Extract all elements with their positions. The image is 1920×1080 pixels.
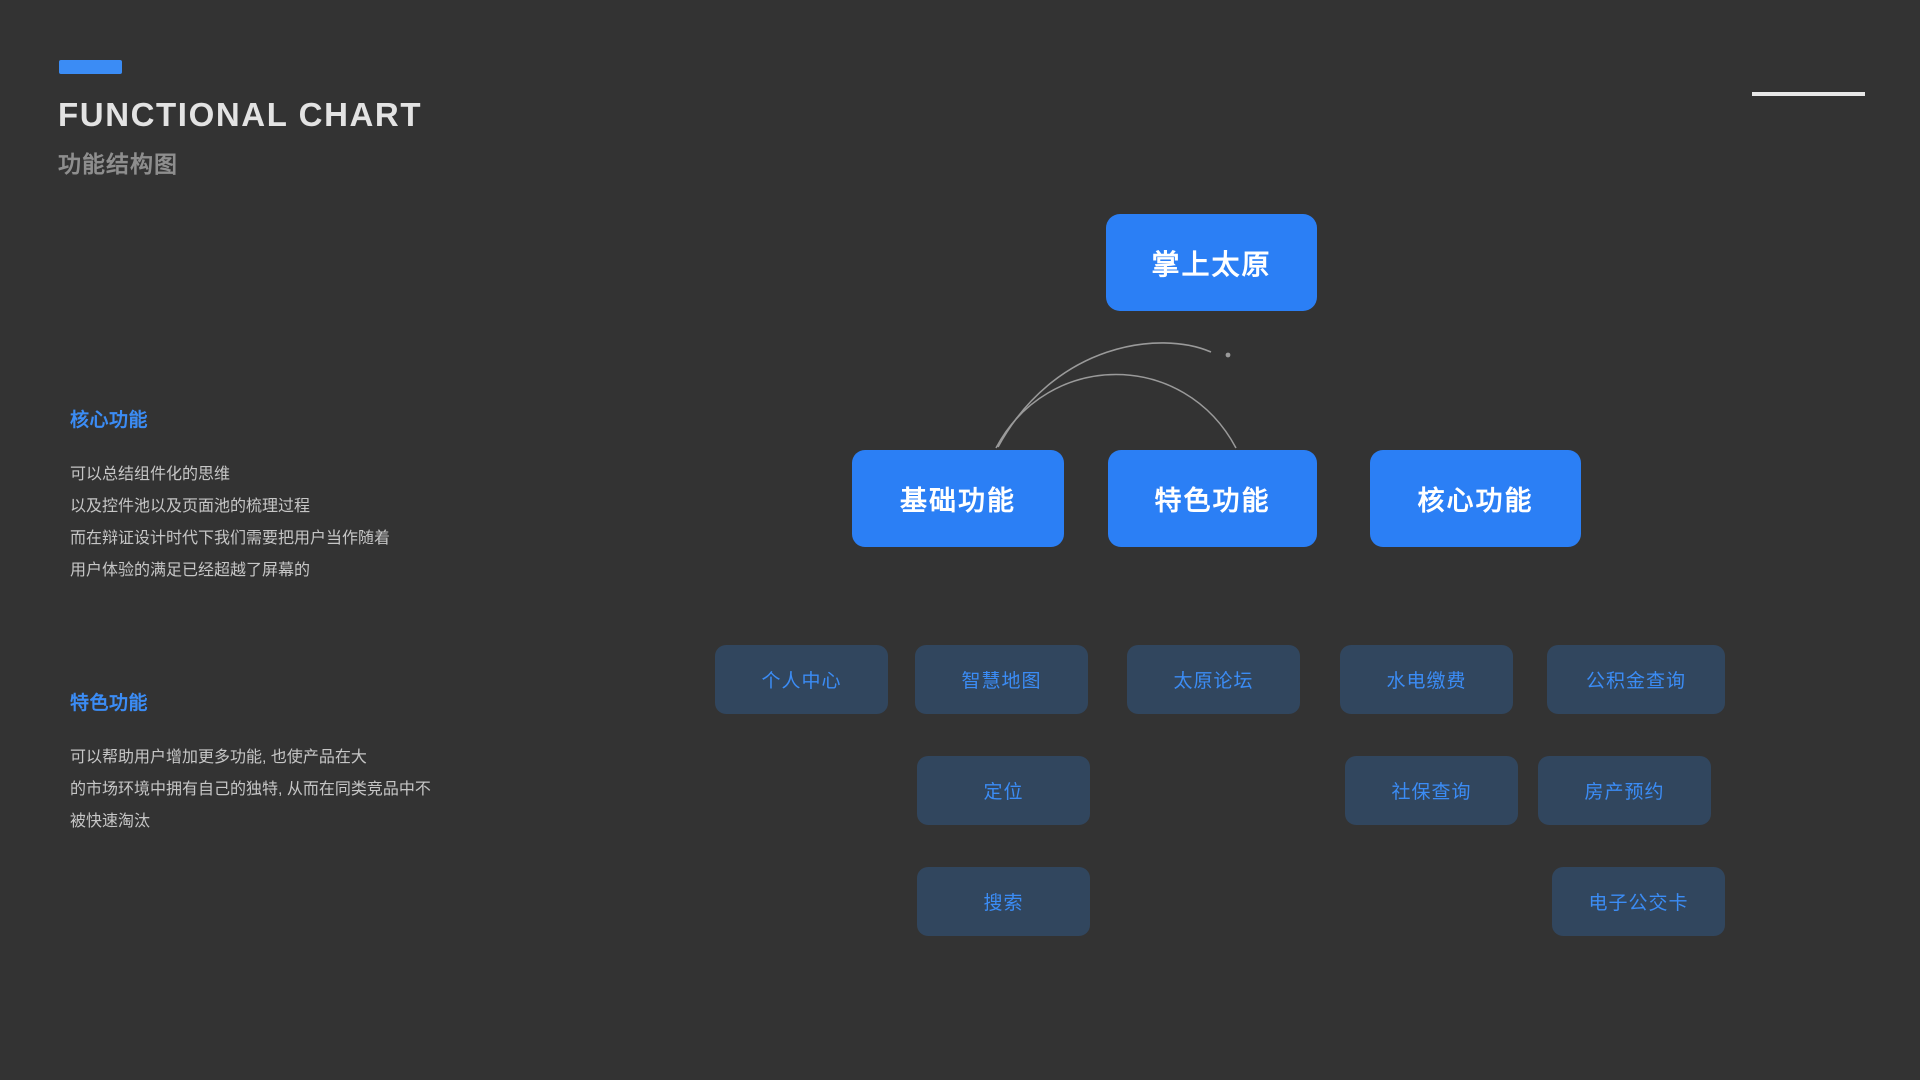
- node-leaf-social-security-query[interactable]: 社保查询: [1345, 756, 1518, 825]
- legend-core-line-4: 用户体验的满足已经超越了屏幕的: [70, 562, 311, 579]
- legend-core-line-1: 可以总结组件化的思维: [70, 466, 231, 483]
- node-leaf-e-bus-card[interactable]: 电子公交卡: [1552, 867, 1725, 936]
- node-root[interactable]: 掌上太原: [1106, 214, 1317, 311]
- legend-core-line-3: 而在辩证设计时代下我们需要把用户当作随着: [70, 530, 391, 547]
- node-leaf-location[interactable]: 定位: [917, 756, 1090, 825]
- legend-feature-body: 可以帮助用户增加更多功能, 也使产品在大 的市场环境中拥有自己的独特, 从而在同…: [70, 742, 431, 838]
- node-leaf-housing-fund-query-label: 公积金查询: [1585, 671, 1686, 692]
- legend-feature-line-2: 的市场环境中拥有自己的独特, 从而在同类竞品中不: [70, 781, 431, 798]
- node-leaf-social-security-query-label: 社保查询: [1391, 782, 1472, 803]
- legend-feature-line-1: 可以帮助用户增加更多功能, 也使产品在大: [70, 749, 367, 766]
- accent-bar: [59, 60, 122, 74]
- node-leaf-taiyuan-forum[interactable]: 太原论坛: [1127, 645, 1300, 714]
- legend-core-line-2: 以及控件池以及页面池的梳理过程: [70, 498, 311, 515]
- legend-feature-functions: 特色功能 可以帮助用户增加更多功能, 也使产品在大 的市场环境中拥有自己的独特,…: [70, 688, 431, 838]
- node-leaf-personal-center-label: 个人中心: [761, 671, 842, 692]
- node-leaf-utility-payment[interactable]: 水电缴费: [1340, 645, 1513, 714]
- node-leaf-taiyuan-forum-label: 太原论坛: [1173, 671, 1254, 692]
- node-leaf-property-booking[interactable]: 房产预约: [1538, 756, 1711, 825]
- node-root-label: 掌上太原: [1151, 248, 1272, 280]
- node-leaf-search[interactable]: 搜索: [917, 867, 1090, 936]
- legend-core-body: 可以总结组件化的思维 以及控件池以及页面池的梳理过程 而在辩证设计时代下我们需要…: [70, 459, 390, 587]
- node-leaf-utility-payment-label: 水电缴费: [1386, 671, 1467, 692]
- node-branch-feature[interactable]: 特色功能: [1108, 450, 1317, 547]
- node-branch-basic-label: 基础功能: [900, 486, 1016, 516]
- node-leaf-location-label: 定位: [983, 782, 1024, 803]
- node-leaf-smart-map-label: 智慧地图: [961, 671, 1042, 692]
- node-branch-core-label: 核心功能: [1417, 486, 1534, 516]
- legend-feature-title: 特色功能: [70, 693, 149, 714]
- node-branch-feature-label: 特色功能: [1154, 486, 1271, 516]
- node-leaf-e-bus-card-label: 电子公交卡: [1588, 893, 1689, 914]
- node-leaf-housing-fund-query[interactable]: 公积金查询: [1547, 645, 1725, 714]
- node-leaf-smart-map[interactable]: 智慧地图: [915, 645, 1088, 714]
- node-leaf-property-booking-label: 房产预约: [1584, 782, 1665, 803]
- node-branch-basic[interactable]: 基础功能: [852, 450, 1064, 547]
- node-leaf-search-label: 搜索: [983, 893, 1024, 914]
- legend-core-functions: 核心功能 可以总结组件化的思维 以及控件池以及页面池的梳理过程 而在辩证设计时代…: [70, 405, 390, 587]
- page-title: FUNCTIONAL CHART: [58, 96, 423, 133]
- corner-rule: [1752, 92, 1865, 96]
- page-subtitle: 功能结构图: [58, 151, 178, 177]
- node-branch-core[interactable]: 核心功能: [1370, 450, 1581, 547]
- node-leaf-personal-center[interactable]: 个人中心: [715, 645, 888, 714]
- legend-core-title: 核心功能: [70, 410, 149, 431]
- legend-feature-line-3: 被快速淘汰: [70, 813, 151, 830]
